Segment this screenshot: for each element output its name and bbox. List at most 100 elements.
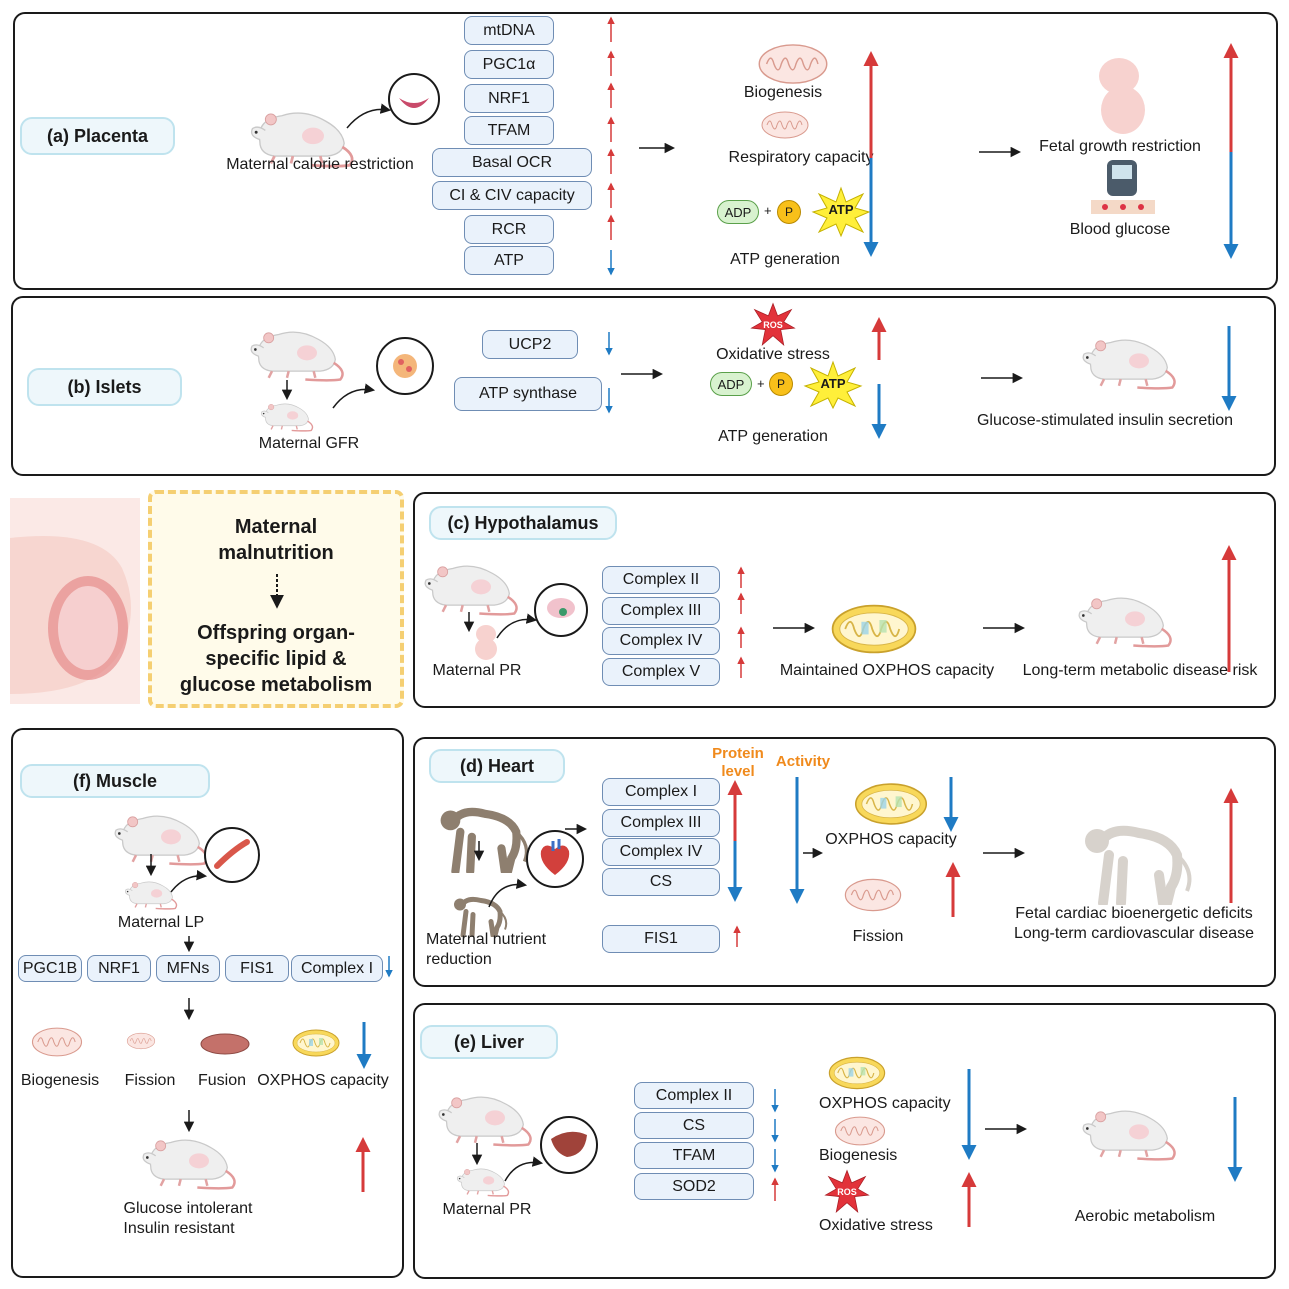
plus-sign: + <box>764 203 772 218</box>
cause-label: Maternal PR <box>432 662 522 679</box>
fetus-icon <box>475 625 497 660</box>
arrow-down <box>1221 326 1237 411</box>
heart-icon <box>526 830 584 888</box>
cause-label: Maternal LP <box>117 914 205 931</box>
marker-cs: CS <box>634 1112 754 1139</box>
arrow-down <box>961 1069 977 1160</box>
outcome-label-1: Fetal cardiac bioenergetic deficits <box>1015 905 1253 922</box>
center-line5: glucose metabolism <box>179 674 373 696</box>
step-arrow <box>981 372 1024 384</box>
fission-label: Fission <box>852 928 904 945</box>
rat-icon <box>421 556 521 616</box>
arrow-down <box>1227 1097 1243 1182</box>
center-line4: specific lipid & <box>205 648 347 670</box>
small-arrows <box>607 16 615 276</box>
oxidative-label: Oxidative stress <box>819 1217 933 1234</box>
center-line1: Maternal <box>234 516 318 538</box>
down-arrow <box>183 936 195 953</box>
step-arrow <box>621 368 664 380</box>
fission-label: Fission <box>124 1072 176 1089</box>
cause-label: Maternal PR <box>442 1201 532 1218</box>
small-arrows <box>605 332 613 414</box>
marker-rcr: RCR <box>464 215 554 244</box>
arrow-down <box>943 777 959 832</box>
adp-badge: ADP <box>710 372 752 396</box>
monkey-icon <box>435 799 535 873</box>
tag-hypothalamus: (c) Hypothalamus <box>429 506 617 540</box>
down-arrow <box>281 380 293 401</box>
marker-complex-iv: Complex IV <box>602 838 720 866</box>
marker-complex-iii: Complex III <box>602 809 720 837</box>
marker-complex-i: Complex I <box>291 955 383 982</box>
atp-generation-label: ATP generation <box>718 428 828 445</box>
respiratory-icon <box>755 110 815 140</box>
tag-muscle: (f) Muscle <box>20 764 210 798</box>
rat-icon <box>247 322 347 382</box>
islet-icon <box>376 337 434 395</box>
small-arrow-up <box>733 925 741 947</box>
atp-generation-label: ATP generation <box>730 251 840 268</box>
tag-liver: (e) Liver <box>420 1025 558 1059</box>
p-badge: P <box>769 372 793 396</box>
marker-ucp2: UCP2 <box>482 330 578 359</box>
down-arrow <box>145 854 157 877</box>
panel-heart: (d) Heart Maternal nutrient reduction Co… <box>413 737 1276 987</box>
step-arrow <box>639 142 676 154</box>
rat-icon <box>139 1130 239 1190</box>
tag-heart: (d) Heart <box>429 749 565 783</box>
muscle-icon <box>204 827 260 883</box>
marker-nrf1: NRF1 <box>87 955 151 982</box>
arrow-up <box>355 1137 371 1192</box>
respiratory-label: Respiratory capacity <box>728 149 874 166</box>
outcome-label: Long-term metabolic disease risk <box>1022 662 1258 679</box>
atp-burst-label: ATP <box>828 202 854 217</box>
arrow-down <box>789 777 805 904</box>
glucose-label: Blood glucose <box>1069 221 1171 238</box>
small-arrows <box>771 1089 779 1201</box>
small-arrow-down <box>385 956 393 978</box>
pregnancy-icon <box>10 498 140 704</box>
connector-arrow <box>496 613 538 639</box>
connector-arrow <box>504 1156 544 1182</box>
marker-atp-synthase: ATP synthase <box>454 377 602 411</box>
step-arrow <box>983 847 1026 859</box>
down-arrow <box>473 841 485 862</box>
panel-muscle: (f) Muscle Maternal LP PGC1B NRF1 MFNs F… <box>11 728 404 1278</box>
connector-arrow <box>346 103 392 129</box>
p-badge: P <box>777 200 801 224</box>
brain-icon <box>534 583 588 637</box>
oxphos-label: OXPHOS capacity <box>819 1095 951 1112</box>
cause-label: Maternal GFR <box>258 435 360 452</box>
atp-burst-icon <box>803 360 863 410</box>
split-arrow <box>727 780 743 902</box>
rat-icon <box>1075 588 1175 648</box>
maintained-label: Maintained OXPHOS capacity <box>779 662 995 679</box>
connector-arrow <box>170 869 208 893</box>
monkey-silhouette-icon <box>1079 815 1199 905</box>
marker-complex-ii: Complex II <box>634 1082 754 1109</box>
marker-cs: CS <box>602 868 720 896</box>
biogenesis-icon <box>753 42 833 86</box>
down-arrow <box>463 612 475 633</box>
marker-tfam: TFAM <box>634 1142 754 1169</box>
center-line2: malnutrition <box>218 542 334 564</box>
dashed-down-arrow <box>270 574 284 609</box>
marker-mfns: MFNs <box>156 955 220 982</box>
step-arrow <box>773 622 816 634</box>
fusion-label: Fusion <box>197 1072 247 1089</box>
oxphos-label: OXPHOS capacity <box>825 831 957 848</box>
placenta-icon <box>388 73 440 125</box>
arrow-up <box>871 317 887 360</box>
split-arrow <box>863 51 879 257</box>
ros-label: ROS <box>763 320 783 330</box>
biogenesis-icon <box>29 1026 85 1058</box>
fusion-icon <box>200 1033 250 1055</box>
small-arrows <box>737 566 745 678</box>
arrow-up <box>1223 788 1239 903</box>
protein-word: Protein <box>712 745 764 762</box>
marker-tfam: TFAM <box>464 116 554 145</box>
step-arrow <box>983 622 1026 634</box>
biogenesis-label: Biogenesis <box>819 1147 898 1164</box>
pup-icon <box>259 398 315 432</box>
